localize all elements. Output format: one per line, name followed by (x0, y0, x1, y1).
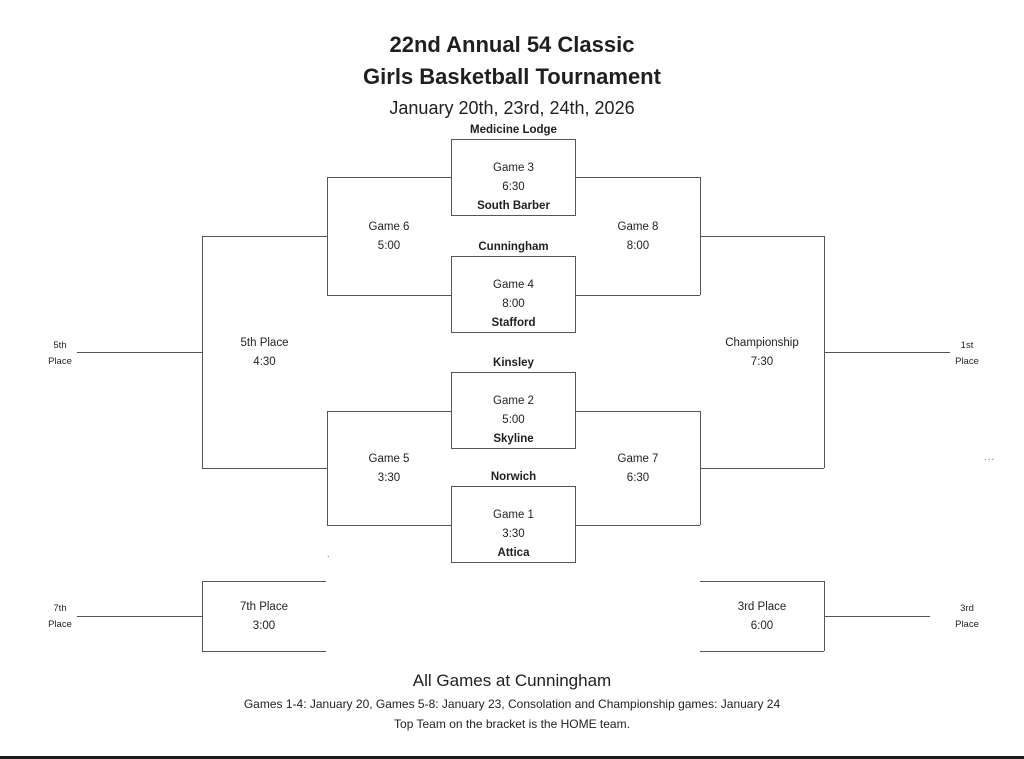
connector-line (700, 468, 824, 469)
connector-line (202, 581, 326, 582)
edge-label-3rd-line1: 3rd (960, 603, 974, 614)
edge-label-7th-line1: 7th (53, 603, 67, 614)
game-3-box: Medicine Lodge Game 3 6:30 South Barber (451, 124, 576, 216)
connector-line (327, 525, 451, 526)
page-subtitle: Girls Basketball Tournament (363, 64, 661, 89)
game-1-box: Norwich Game 1 3:30 Attica (451, 471, 576, 563)
stray-ellipsis: ... (984, 452, 996, 463)
connector-line (327, 411, 328, 525)
seventh-place-label-block: 7th Place 3:00 (202, 598, 326, 636)
game-5-label: Game 5 (368, 453, 410, 465)
game-4-home-team: Cunningham (478, 241, 549, 253)
schedule-note: Games 1-4: January 20, Games 5-8: Januar… (243, 697, 781, 711)
connector-line (576, 411, 700, 412)
connector-line (700, 651, 824, 652)
game-5-label-block: Game 5 3:30 (327, 450, 451, 488)
game-7-time: 6:30 (626, 472, 650, 484)
edge-label-5th-line2: Place (48, 356, 72, 367)
venue-note: All Games at Cunningham (412, 671, 612, 690)
connector-line (700, 581, 824, 582)
connector-line (202, 236, 203, 468)
connector-line (576, 177, 700, 178)
game-4-label: Game 4 (493, 279, 534, 291)
edge-label-7th-line2: Place (48, 619, 72, 630)
connector-line (327, 177, 328, 295)
championship-label: Championship (725, 337, 799, 349)
connector-line (77, 352, 202, 353)
game-4-away-team: Stafford (491, 317, 536, 329)
fifth-place-label: 5th Place (240, 337, 289, 349)
connector-line (824, 352, 950, 353)
game-2-label: Game 2 (493, 395, 534, 407)
fifth-place-time: 4:30 (253, 356, 276, 368)
connector-line (824, 616, 930, 617)
game-7-label: Game 7 (617, 453, 659, 465)
connector-line (700, 236, 824, 237)
championship-label-block: Championship 7:30 (700, 334, 824, 372)
game-4-box: Cunningham Game 4 8:00 Stafford (451, 241, 576, 333)
edge-label-7th: 7th Place (30, 601, 90, 633)
home-team-note: Top Team on the bracket is the HOME team… (394, 717, 630, 731)
game-6-time: 5:00 (377, 240, 401, 252)
connector-line (202, 236, 327, 237)
connector-line (576, 295, 700, 296)
tournament-dates: January 20th, 23rd, 24th, 2026 (389, 98, 635, 118)
game-1-away-team: Attica (497, 547, 530, 559)
game-6-label-block: Game 6 5:00 (327, 218, 451, 256)
game-3-home-team: Medicine Lodge (470, 124, 557, 136)
edge-label-1st: 1st Place (937, 338, 997, 370)
seventh-place-time: 3:00 (252, 620, 276, 632)
connector-line (202, 468, 327, 469)
game-1-home-team: Norwich (490, 471, 537, 483)
edge-label-3rd-line2: Place (955, 619, 979, 630)
third-place-label-block: 3rd Place 6:00 (700, 598, 824, 636)
seventh-place-label: 7th Place (240, 601, 288, 613)
game-3-time: 6:30 (502, 181, 525, 193)
connector-line (202, 581, 203, 651)
game-8-label: Game 8 (617, 221, 659, 233)
connector-line (202, 651, 326, 652)
game-3-away-team: South Barber (477, 200, 550, 212)
connector-line (77, 616, 202, 617)
game-2-away-team: Skyline (493, 433, 534, 445)
bottom-border (0, 756, 1024, 759)
game-2-time: 5:00 (502, 414, 525, 426)
edge-label-5th: 5th Place (30, 338, 90, 370)
third-place-label: 3rd Place (737, 601, 787, 613)
connector-line (327, 295, 451, 296)
edge-label-5th-line1: 5th (53, 340, 67, 351)
game-1-label: Game 1 (493, 509, 534, 521)
game-4-time: 8:00 (502, 298, 525, 310)
game-1-time: 3:30 (502, 528, 525, 540)
game-7-label-block: Game 7 6:30 (576, 450, 700, 488)
edge-label-1st-line1: 1st (960, 340, 974, 351)
stray-dot: . (327, 549, 330, 559)
edge-label-1st-line2: Place (955, 356, 979, 367)
game-3-label: Game 3 (493, 162, 534, 174)
game-8-label-block: Game 8 8:00 (576, 218, 700, 256)
connector-line (327, 411, 451, 412)
game-2-home-team: Kinsley (493, 357, 534, 369)
third-place-time: 6:00 (750, 620, 774, 632)
game-8-time: 8:00 (626, 240, 650, 252)
game-6-label: Game 6 (368, 221, 410, 233)
championship-time: 7:30 (750, 356, 774, 368)
connector-line (576, 525, 700, 526)
edge-label-3rd: 3rd Place (937, 601, 997, 633)
game-5-time: 3:30 (377, 472, 401, 484)
page-title: 22nd Annual 54 Classic (389, 32, 635, 57)
connector-line (327, 177, 451, 178)
game-2-box: Kinsley Game 2 5:00 Skyline (451, 357, 576, 449)
fifth-place-label-block: 5th Place 4:30 (202, 334, 327, 372)
